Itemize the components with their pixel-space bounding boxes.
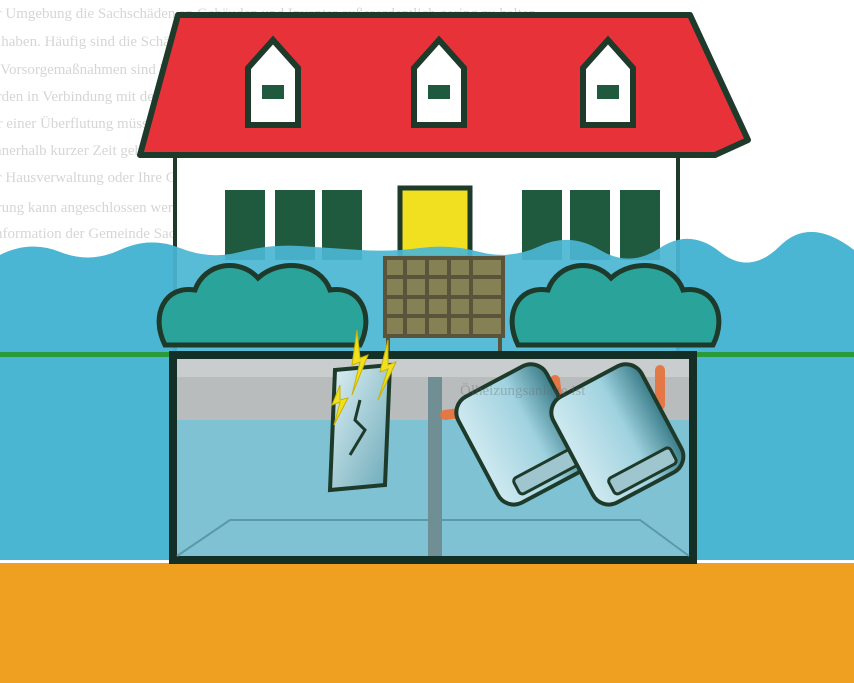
electrical-box [330, 365, 390, 490]
cellar-divider-wall [428, 359, 442, 556]
cellar-faint-text: Ölheizungsanlage ist [460, 382, 586, 399]
window-shutter [620, 190, 660, 260]
soil [0, 563, 854, 683]
porch-steps [385, 258, 503, 352]
